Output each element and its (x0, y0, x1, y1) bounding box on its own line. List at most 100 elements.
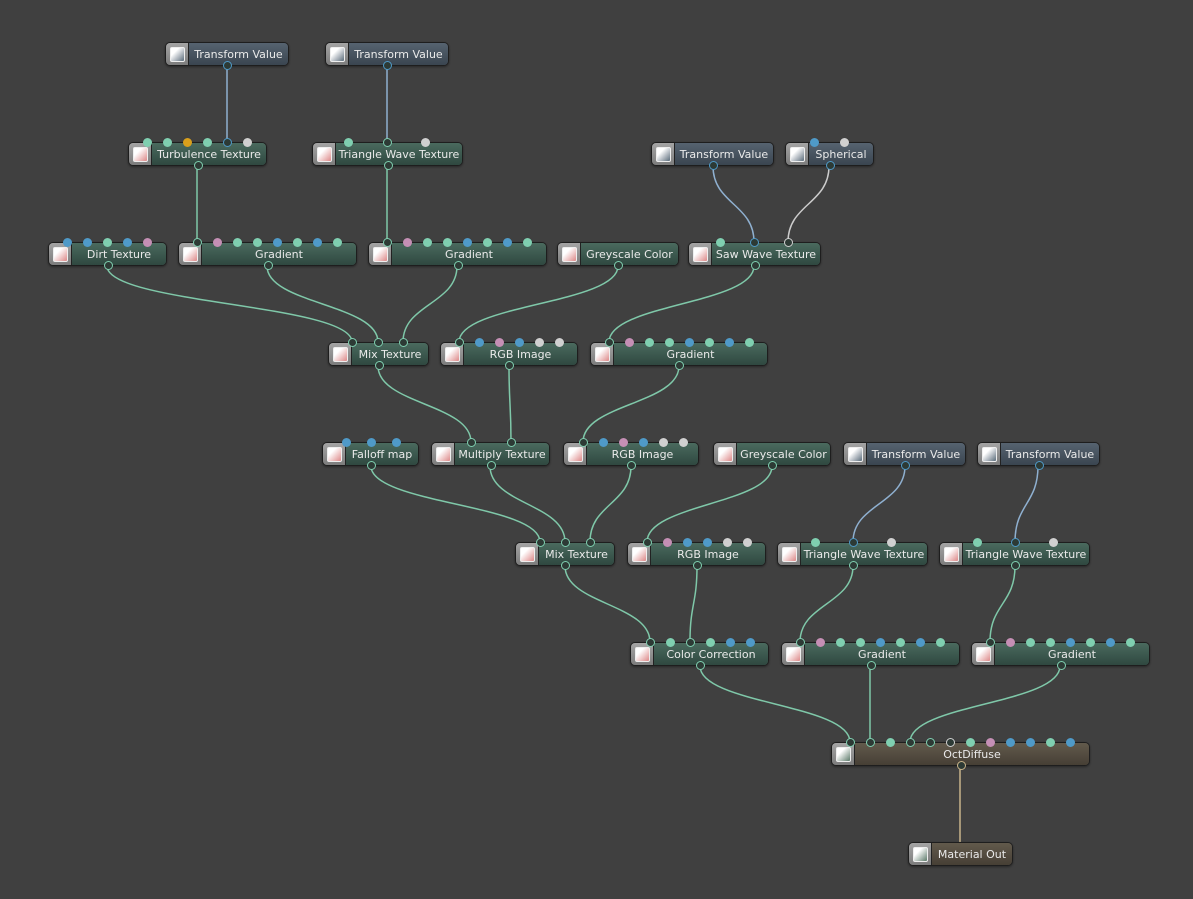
input-pin[interactable] (213, 238, 222, 247)
input-pin[interactable] (666, 638, 675, 647)
connection-wire[interactable] (608, 265, 755, 343)
input-pin[interactable] (646, 638, 655, 647)
input-pin[interactable] (876, 638, 885, 647)
input-pin[interactable] (1046, 638, 1055, 647)
node-triangle-wave-texture[interactable]: Triangle Wave Texture (777, 538, 928, 570)
output-pin[interactable] (103, 261, 113, 270)
input-pin[interactable] (586, 538, 595, 547)
output-pin[interactable] (825, 161, 835, 170)
input-pin[interactable] (723, 538, 732, 547)
node-triangle-wave-texture[interactable]: Triangle Wave Texture (312, 138, 463, 170)
node-rgb-image[interactable]: RGB Image (440, 338, 578, 370)
input-pin[interactable] (561, 538, 570, 547)
input-pin[interactable] (1066, 638, 1075, 647)
input-pin[interactable] (483, 238, 492, 247)
node-dirt-texture[interactable]: Dirt Texture (48, 238, 167, 270)
input-pin[interactable] (625, 338, 634, 347)
connection-wire[interactable] (582, 365, 680, 443)
input-pin[interactable] (605, 338, 614, 347)
connection-wire[interactable] (799, 565, 854, 643)
input-pin[interactable] (495, 338, 504, 347)
input-pin[interactable] (816, 638, 825, 647)
connection-wire[interactable] (370, 465, 541, 543)
input-pin[interactable] (849, 538, 858, 547)
connection-wire[interactable] (458, 265, 619, 343)
input-pin[interactable] (443, 238, 452, 247)
input-pin[interactable] (896, 638, 905, 647)
input-pin[interactable] (383, 238, 392, 247)
connection-wire[interactable] (489, 465, 566, 543)
input-pin[interactable] (293, 238, 302, 247)
input-pin[interactable] (342, 438, 351, 447)
output-pin[interactable] (505, 361, 514, 370)
input-pin[interactable] (253, 238, 262, 247)
input-pin[interactable] (716, 238, 725, 247)
node-greyscale-color[interactable]: Greyscale Color (713, 442, 831, 470)
connection-wire[interactable] (989, 565, 1016, 643)
input-pin[interactable] (811, 538, 820, 547)
input-pin[interactable] (313, 238, 322, 247)
input-pin[interactable] (367, 438, 376, 447)
input-pin[interactable] (840, 138, 849, 147)
output-pin[interactable] (750, 261, 760, 270)
input-pin[interactable] (966, 738, 975, 747)
input-pin[interactable] (683, 538, 692, 547)
input-pin[interactable] (726, 638, 735, 647)
input-pin[interactable] (643, 538, 652, 547)
output-pin[interactable] (263, 261, 273, 270)
input-pin[interactable] (743, 538, 752, 547)
connection-wire[interactable] (564, 565, 651, 643)
connection-wire[interactable] (377, 365, 472, 443)
input-pin[interactable] (856, 638, 865, 647)
input-pin[interactable] (467, 438, 476, 447)
output-pin[interactable] (383, 61, 392, 70)
input-pin[interactable] (515, 338, 524, 347)
output-pin[interactable] (848, 561, 858, 570)
input-pin[interactable] (810, 138, 819, 147)
input-pin[interactable] (887, 538, 896, 547)
input-pin[interactable] (233, 238, 242, 247)
input-pin[interactable] (796, 638, 805, 647)
input-pin[interactable] (686, 638, 695, 647)
input-pin[interactable] (886, 738, 895, 747)
output-pin[interactable] (708, 161, 718, 170)
output-pin[interactable] (900, 461, 910, 470)
node-rgb-image[interactable]: RGB Image (627, 538, 766, 570)
input-pin[interactable] (639, 438, 648, 447)
output-pin[interactable] (627, 461, 636, 470)
input-pin[interactable] (183, 138, 192, 147)
connection-wire[interactable] (689, 565, 698, 643)
input-pin[interactable] (946, 738, 955, 747)
input-pin[interactable] (1066, 738, 1075, 747)
input-pin[interactable] (374, 338, 383, 347)
input-pin[interactable] (83, 238, 92, 247)
input-pin[interactable] (507, 438, 516, 447)
input-pin[interactable] (423, 238, 432, 247)
input-pin[interactable] (906, 738, 915, 747)
output-pin[interactable] (374, 361, 384, 370)
connection-wire[interactable] (589, 465, 632, 543)
output-pin[interactable] (695, 661, 705, 670)
input-pin[interactable] (383, 138, 392, 147)
connection-wire[interactable] (852, 465, 906, 543)
output-pin[interactable] (453, 261, 463, 270)
input-pin[interactable] (333, 238, 342, 247)
input-pin[interactable] (579, 438, 588, 447)
input-pin[interactable] (1086, 638, 1095, 647)
output-pin[interactable] (692, 561, 702, 570)
node-gradient[interactable]: Gradient (590, 338, 768, 370)
node-triangle-wave-texture[interactable]: Triangle Wave Texture (939, 538, 1090, 570)
node-rgb-image[interactable]: RGB Image (563, 438, 699, 470)
input-pin[interactable] (463, 238, 472, 247)
output-pin[interactable] (1056, 661, 1066, 670)
input-pin[interactable] (223, 138, 232, 147)
input-pin[interactable] (703, 538, 712, 547)
input-pin[interactable] (685, 338, 694, 347)
connection-wire[interactable] (266, 265, 379, 343)
input-pin[interactable] (936, 638, 945, 647)
output-pin[interactable] (486, 461, 496, 470)
node-transform-value[interactable]: Transform Value (843, 442, 966, 470)
node-transform-value[interactable]: Transform Value (651, 142, 774, 170)
connection-wire[interactable] (787, 165, 830, 243)
input-pin[interactable] (663, 538, 672, 547)
